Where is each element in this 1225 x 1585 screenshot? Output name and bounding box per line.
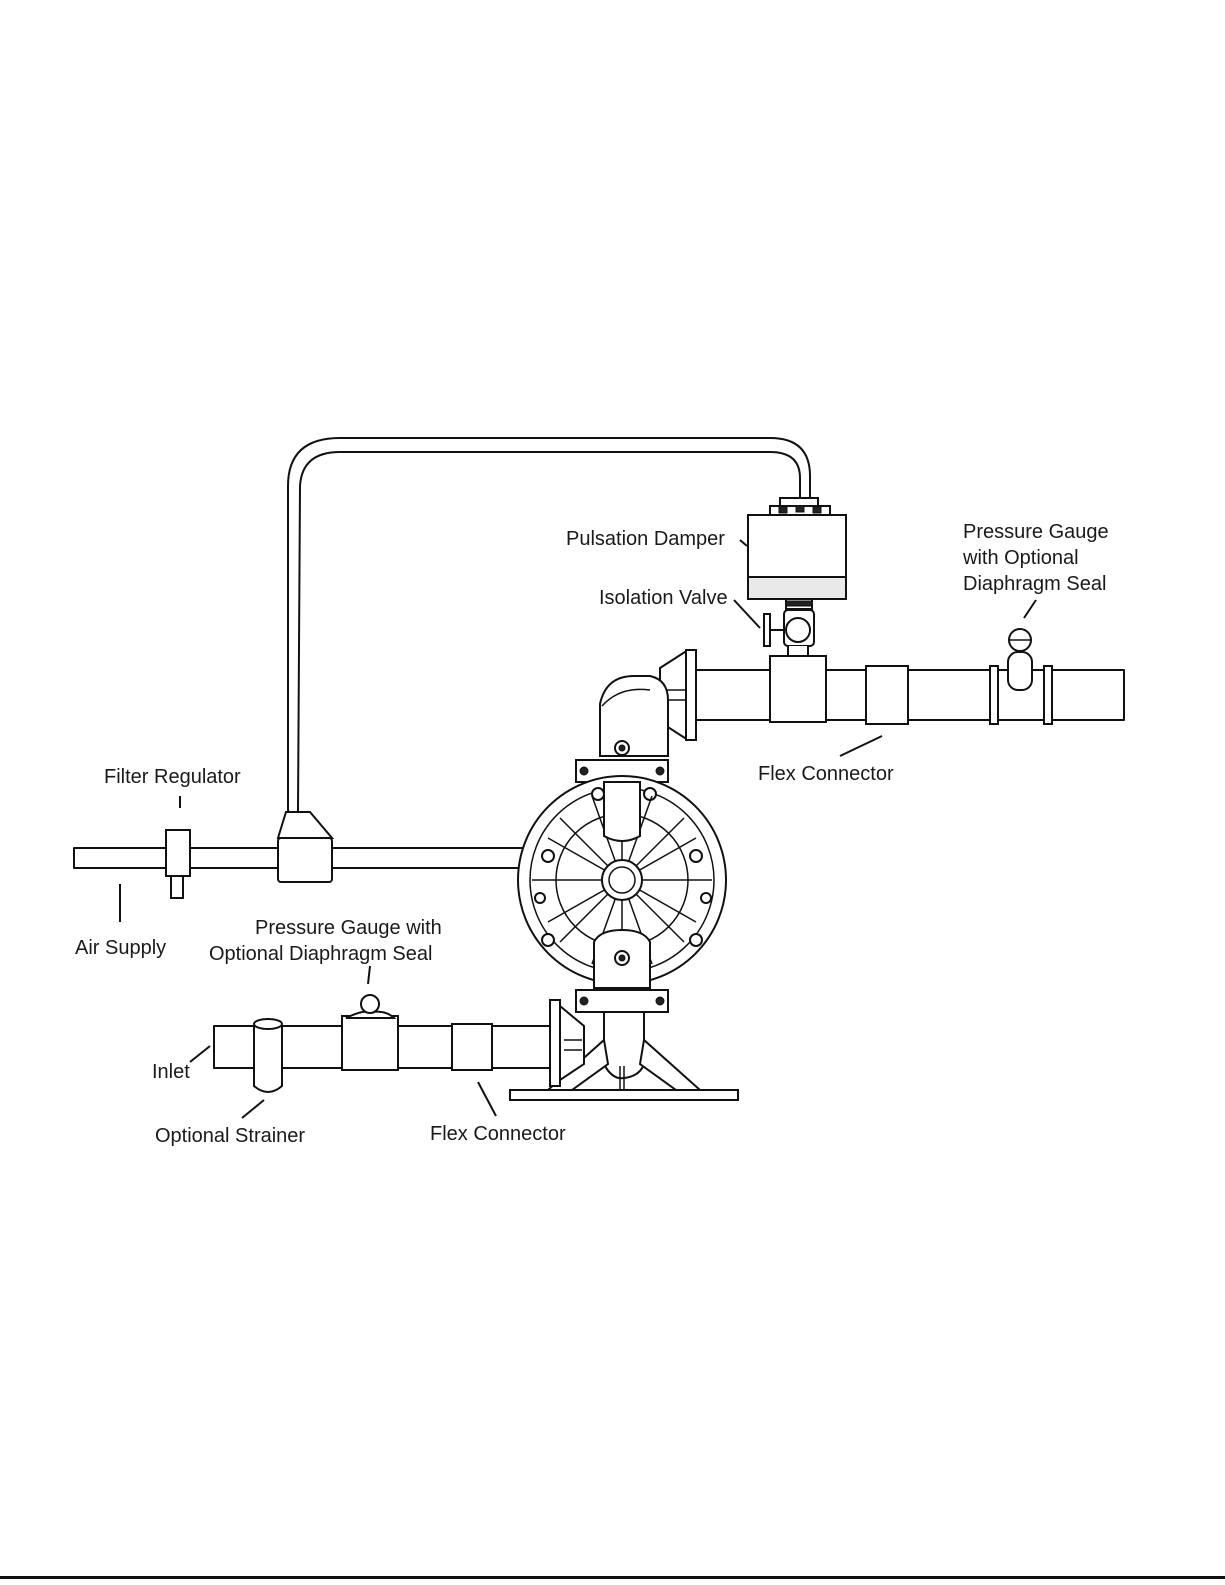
label-pressure-gauge-outlet-line-2: with Optional — [962, 547, 1079, 569]
label-flex-connector-inlet: Flex Connector — [430, 1123, 566, 1145]
discharge-line — [660, 629, 1124, 740]
label-pressure-gauge-outlet-line-1: Pressure Gauge — [963, 521, 1109, 543]
label-isolation-valve: Isolation Valve — [599, 587, 728, 609]
label-air-supply: Air Supply — [75, 937, 166, 959]
label-pressure-gauge-inlet: Pressure Gauge with Optional Diaphragm S… — [209, 917, 447, 965]
isolation-valve — [764, 610, 814, 656]
label-pulsation-damper: Pulsation Damper — [566, 528, 725, 550]
filter-regulator — [166, 830, 190, 898]
suction-line — [214, 995, 584, 1092]
label-pressure-gauge-outlet-line-3: Diaphragm Seal — [963, 573, 1106, 595]
label-optional-strainer: Optional Strainer — [155, 1125, 305, 1147]
page-bottom-rule — [0, 1576, 1225, 1579]
pulsation-damper — [748, 498, 846, 609]
label-inlet: Inlet — [152, 1061, 190, 1083]
label-pressure-gauge-outlet: Pressure Gauge with Optional Diaphragm S… — [962, 521, 1114, 595]
label-pressure-gauge-inlet-line-2: Optional Diaphragm Seal — [209, 943, 432, 965]
label-filter-regulator: Filter Regulator — [104, 766, 241, 788]
label-pressure-gauge-inlet-line-1: Pressure Gauge with — [255, 917, 442, 939]
label-flex-connector-outlet: Flex Connector — [758, 763, 894, 785]
